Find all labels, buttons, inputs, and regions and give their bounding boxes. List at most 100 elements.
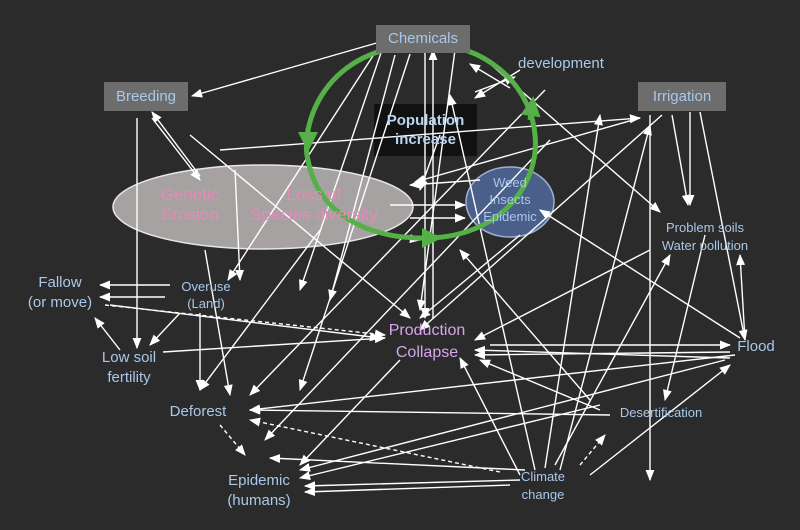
connector-arrow — [408, 179, 481, 189]
genetic-label-2: Erosion — [161, 205, 219, 225]
connector-arrow — [227, 44, 381, 281]
connector-arrow — [298, 404, 601, 480]
connector-arrow — [699, 111, 748, 342]
development-label: development — [518, 55, 604, 72]
development-node: development — [506, 55, 616, 74]
connector-arrow — [249, 89, 546, 396]
connector-arrow — [478, 359, 601, 411]
connector-arrow — [671, 114, 691, 207]
genetic-erosion-node: Genetic Erosion — [140, 185, 240, 226]
fallow-label-1: Fallow — [38, 274, 82, 291]
connector-arrow — [459, 357, 521, 476]
population-node: Population increase — [374, 112, 477, 150]
connector-arrow — [189, 134, 411, 319]
lowsoil-label-1: Low soil — [101, 349, 157, 366]
production-collapse-node: Production Collapse — [375, 320, 479, 363]
arrow-layer — [94, 41, 748, 497]
low-soil-node: Low soil fertility — [84, 348, 174, 387]
connector-arrow — [539, 209, 741, 339]
dashed-connector-arrow — [579, 434, 606, 466]
population-label-1: Population — [386, 112, 465, 129]
connector-arrow — [234, 169, 245, 282]
connector-arrow — [736, 253, 746, 341]
connector-arrow — [554, 254, 671, 466]
connector-arrow — [473, 345, 731, 359]
connector-arrow — [544, 113, 603, 469]
weed-node: Weed Insects Epidemic — [470, 175, 550, 226]
connector-arrow — [149, 312, 181, 346]
epidemic-label-2: (humans) — [227, 491, 291, 509]
epidemic-humans-node: Epidemic (humans) — [214, 471, 304, 510]
connector-arrow — [328, 54, 396, 302]
dashed-connector-arrow — [104, 304, 387, 339]
connector-arrow — [419, 114, 663, 331]
connector-arrow — [299, 49, 383, 292]
connector-arrow — [264, 139, 551, 441]
weed-label-1: Weed — [493, 175, 527, 190]
connector-arrow — [419, 134, 441, 192]
genetic-label-1: Genetic — [160, 185, 220, 204]
desertification-node: Desertification — [608, 405, 714, 421]
deforest-label: Deforest — [169, 403, 227, 420]
flood-label: Flood — [737, 338, 775, 355]
connector-arrow — [589, 364, 731, 476]
connector-arrow — [162, 334, 387, 353]
problem-label-1: Problem soils — [665, 220, 745, 235]
problem-label-2: Water pollution — [661, 238, 749, 254]
connector-arrow — [419, 234, 521, 319]
weed-label-3: Epidemic — [483, 208, 537, 224]
climate-label-1: Climate — [520, 469, 566, 484]
breeding-node: Breeding — [104, 82, 188, 111]
lowsoil-label-2: fertility — [107, 368, 151, 386]
weed-label-2: Insects — [489, 191, 531, 207]
connector-arrow — [474, 249, 651, 341]
connector-arrow — [190, 41, 381, 98]
irrigation-node: Irrigation — [638, 82, 726, 111]
desertification-label: Desertification — [619, 405, 703, 420]
overuse-label-2: (Land) — [187, 295, 225, 311]
production-label-2: Collapse — [395, 343, 459, 361]
population-label-2: increase — [395, 130, 456, 148]
overuse-node: Overuse (Land) — [170, 279, 242, 313]
connector-arrow — [469, 63, 511, 89]
cycle-arrowhead — [520, 96, 541, 121]
irrigation-label: Irrigation — [652, 88, 712, 105]
connector-arrow — [94, 317, 121, 351]
connector-arrow — [151, 111, 201, 177]
overuse-label-1: Overuse — [181, 279, 231, 294]
connector-arrow — [219, 114, 642, 151]
fallow-label-2: (or move) — [27, 293, 93, 311]
connector-arrow — [204, 249, 233, 397]
climate-change-node: Climate change — [508, 468, 578, 503]
species-ellipse — [112, 164, 414, 250]
connector-arrow — [459, 249, 591, 401]
flood-node: Flood — [726, 338, 786, 357]
species-label-2: Species diversity — [250, 205, 378, 225]
problem-soils-node: Problem soils Water pollution — [645, 219, 765, 255]
species-diversity-node: Loss of Species diversity — [234, 185, 394, 226]
fallow-node: Fallow (or move) — [14, 273, 106, 312]
climate-label-2: change — [521, 486, 565, 502]
connector-arrow — [248, 405, 611, 416]
population-cycle — [298, 41, 541, 248]
epidemic-label-1: Epidemic — [228, 472, 290, 489]
connector-arrow — [151, 117, 201, 181]
connector-arrow — [248, 354, 736, 414]
chemicals-label: Chemicals — [387, 30, 459, 47]
connector-arrow — [447, 93, 536, 471]
dashed-connector-arrow — [248, 417, 501, 473]
species-label-1: Loss of — [286, 185, 342, 204]
dashed-connector-arrow — [219, 424, 246, 456]
connector-arrow — [303, 479, 521, 491]
chemicals-node: Chemicals — [376, 25, 470, 53]
breeding-label: Breeding — [115, 88, 177, 105]
connector-arrow — [413, 117, 641, 184]
connector-arrow — [416, 49, 456, 312]
connector-arrow — [199, 229, 321, 391]
production-label-1: Production — [388, 322, 466, 339]
connector-arrow — [298, 359, 726, 472]
connector-arrow — [559, 123, 652, 471]
deforest-node: Deforest — [158, 403, 238, 422]
